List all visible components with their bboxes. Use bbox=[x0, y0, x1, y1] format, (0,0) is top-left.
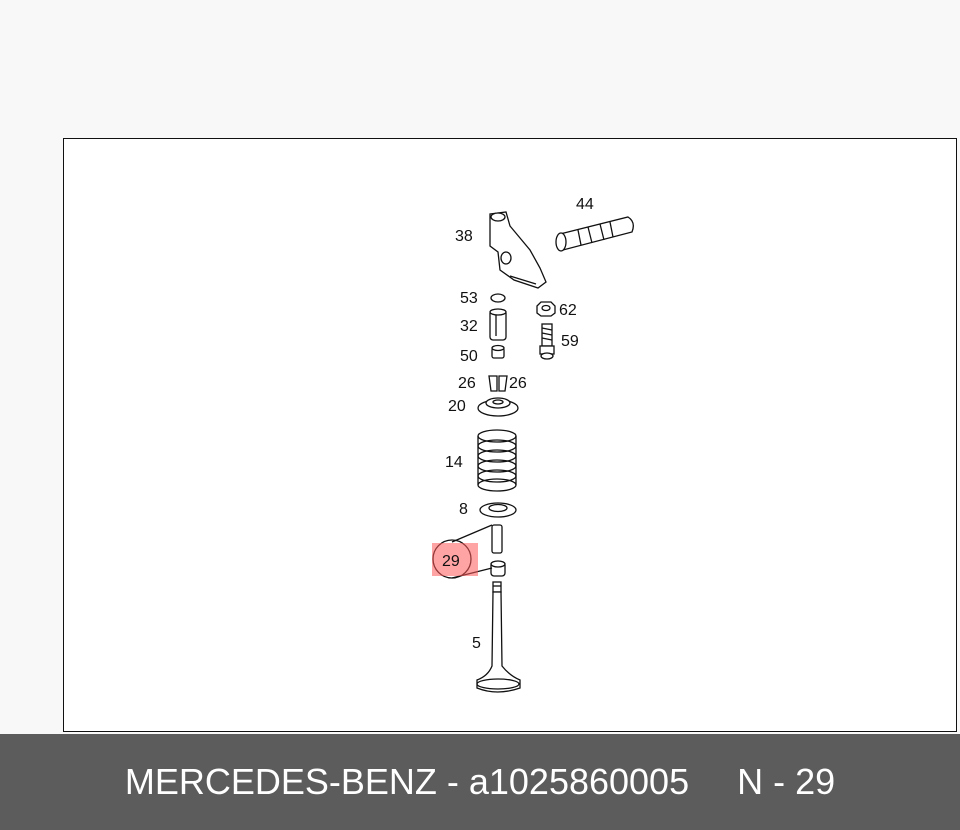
label-14: 14 bbox=[445, 454, 463, 471]
spring-retainer-20 bbox=[477, 397, 519, 417]
label-5: 5 bbox=[472, 635, 481, 652]
adjusting-screw-59 bbox=[539, 323, 555, 360]
label-32: 32 bbox=[460, 318, 478, 335]
part-number: a1025860005 bbox=[468, 761, 690, 802]
valve-stem-seal-29 bbox=[432, 524, 506, 579]
rocker-shaft-44 bbox=[555, 216, 634, 252]
callout-29-highlight bbox=[432, 543, 478, 576]
label-20: 20 bbox=[448, 398, 466, 415]
label-8: 8 bbox=[459, 501, 468, 518]
label-50: 50 bbox=[460, 348, 478, 365]
part-info-footer: MERCEDES-BENZ - a1025860005 N - 29 bbox=[0, 734, 960, 830]
exploded-parts-diagram: 44 38 53 62 32 59 50 26 26 20 14 8 29 5 bbox=[432, 196, 634, 693]
diagram-position: N - 29 bbox=[737, 761, 836, 802]
valve-cotters-26 bbox=[488, 375, 508, 392]
spring-seat-8 bbox=[479, 502, 517, 518]
valve-spring-14 bbox=[477, 429, 517, 492]
label-44: 44 bbox=[576, 196, 594, 213]
brand-name: MERCEDES-BENZ bbox=[124, 761, 437, 802]
label-62: 62 bbox=[559, 302, 577, 319]
label-29: 29 bbox=[442, 553, 460, 570]
hydraulic-element-32 bbox=[489, 308, 507, 341]
label-38: 38 bbox=[455, 228, 473, 245]
cap-53 bbox=[490, 293, 506, 303]
label-59: 59 bbox=[561, 333, 579, 350]
rocker-arm-38 bbox=[489, 211, 547, 289]
pressure-piece-50 bbox=[491, 344, 505, 359]
separator: - bbox=[436, 761, 469, 802]
label-53: 53 bbox=[460, 290, 478, 307]
label-26-right: 26 bbox=[509, 375, 527, 392]
label-26-left: 26 bbox=[458, 375, 476, 392]
valve-5 bbox=[476, 581, 521, 693]
nut-62 bbox=[536, 301, 556, 317]
